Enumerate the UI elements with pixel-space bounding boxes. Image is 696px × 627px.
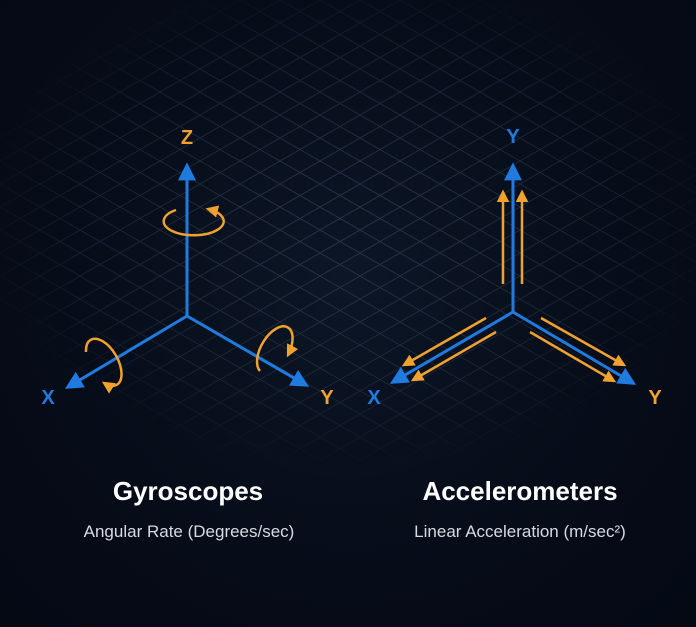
gyro-y-label: Y	[320, 387, 334, 409]
rotation-arrows-icon	[84, 205, 299, 394]
linear-arrows-icon	[401, 189, 627, 383]
gyroscope-axes	[64, 162, 310, 389]
gyroscopes-subtitle: Angular Rate (Degrees/sec)	[83, 522, 295, 541]
accel-up-label: Y	[506, 126, 520, 148]
isometric-grid	[0, 0, 696, 460]
accel-y-label: Y	[648, 387, 662, 409]
accelerometers-subtitle: Linear Acceleration (m/sec²)	[414, 522, 626, 541]
accel-x-label: X	[367, 387, 381, 409]
gyro-x-label: X	[41, 387, 55, 409]
accelerometers-title: Accelerometers	[422, 476, 618, 506]
gyro-z-label: Z	[181, 127, 193, 149]
gyroscopes-title: Gyroscopes	[112, 476, 264, 506]
